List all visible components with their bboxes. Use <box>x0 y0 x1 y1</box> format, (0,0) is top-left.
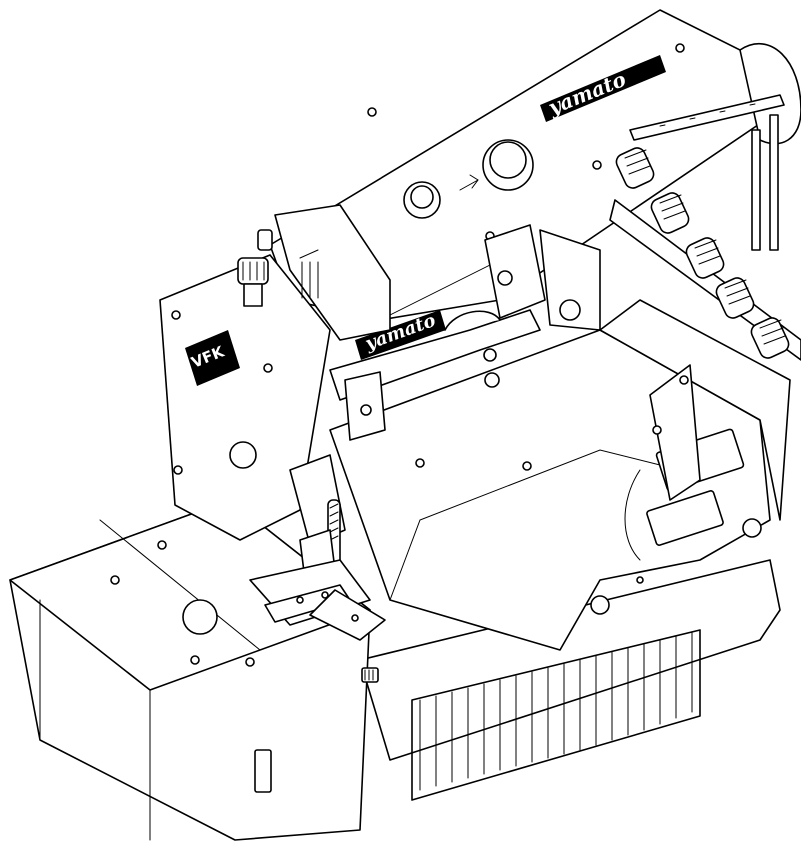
bed-hole <box>182 599 218 635</box>
tension-knob <box>750 317 790 359</box>
thread-guide-bar <box>629 94 785 141</box>
base-pan <box>359 559 781 801</box>
screw <box>245 657 255 667</box>
bed-window <box>254 749 272 793</box>
tension-knob <box>615 147 655 189</box>
arrow-mark <box>459 174 479 191</box>
cloth-guide <box>649 364 701 501</box>
screw <box>190 655 200 665</box>
thread-tension-assembly <box>609 94 801 361</box>
foot-mount <box>742 518 762 538</box>
thread-post <box>751 129 761 251</box>
cooling-fins <box>411 629 701 801</box>
tension-knob <box>685 237 725 279</box>
tension-knob <box>650 192 690 234</box>
thread-post <box>769 114 779 251</box>
throat-plate <box>309 589 386 641</box>
top-tension-knob <box>237 229 273 307</box>
screw <box>157 540 167 550</box>
screw <box>110 575 120 585</box>
upper-looper-cover <box>274 204 391 341</box>
face-badge-plate: VFK <box>185 330 240 386</box>
needle-area <box>249 454 386 683</box>
adjust-dial <box>361 667 379 683</box>
feed-linkage <box>329 224 601 441</box>
side-panel <box>646 490 724 546</box>
tension-knob <box>715 277 755 319</box>
face-cover-window <box>229 441 257 469</box>
foot-mount <box>590 595 610 615</box>
